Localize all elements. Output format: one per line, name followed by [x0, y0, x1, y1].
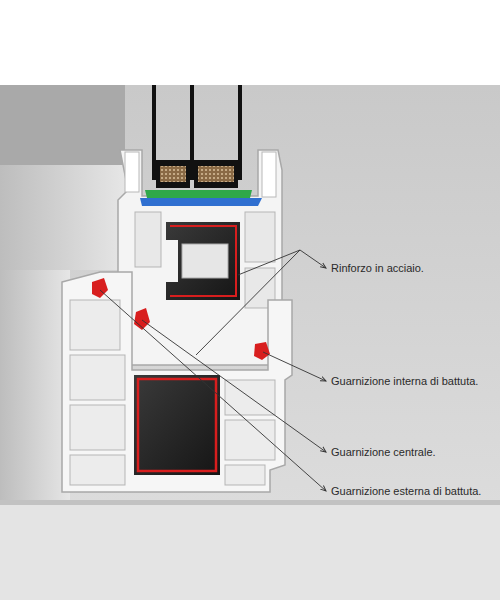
callout-label: Guarnizione interna di battuta.	[331, 375, 478, 388]
callout-label: Guarnizione centrale.	[331, 446, 436, 459]
callout-label: Guarnizione esterna di battuta.	[331, 485, 481, 498]
callout-label: Rinforzo in acciaio.	[331, 262, 424, 275]
